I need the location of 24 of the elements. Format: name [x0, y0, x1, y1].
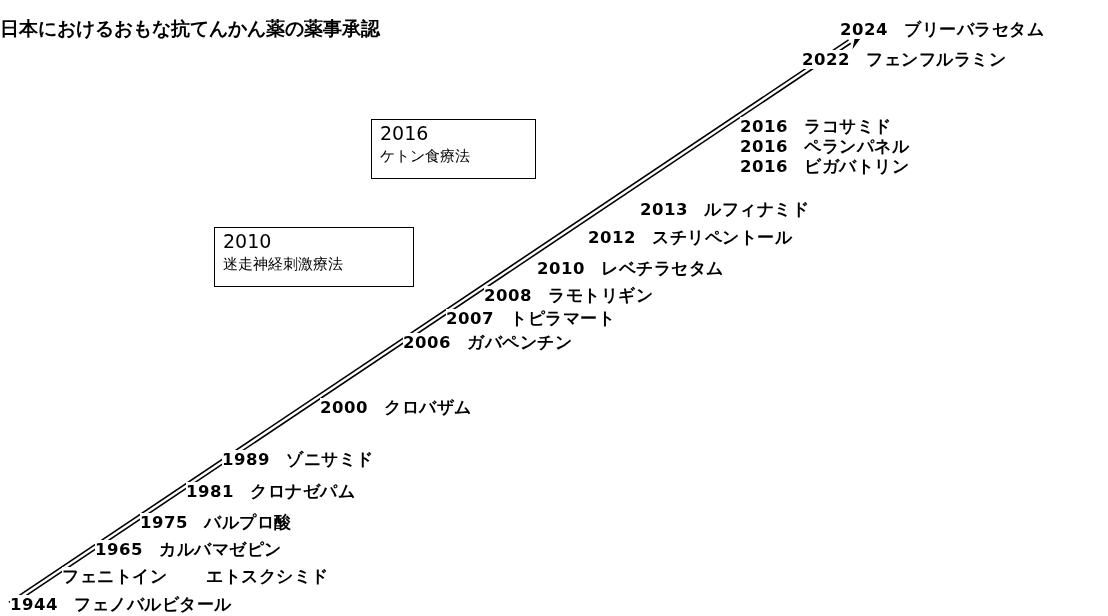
drug-approval-label: 1944 フェノバルビタール	[10, 595, 232, 614]
drug-approval-label: 2000 クロバザム	[320, 398, 472, 417]
therapy-text: ケトン食療法	[380, 146, 471, 167]
drug-approval-label: 2010 レベチラセタム	[537, 259, 724, 278]
therapy-text: 迷走神経刺激療法	[223, 254, 344, 275]
drug-approval-label: 2016 ビガバトリン	[740, 157, 910, 176]
year-text: 2016	[380, 122, 430, 145]
drug-approval-label: 1989 ゾニサミド	[222, 450, 374, 469]
drug-approval-label: 2006 ガバペンチン	[403, 333, 573, 352]
drug-approval-label: 2024 ブリーバラセタム	[840, 20, 1045, 39]
drug-approval-label: 2016 ペランパネル	[740, 137, 910, 156]
year-text: 2010	[223, 230, 273, 253]
drug-approval-label: 2016 ラコサミド	[740, 117, 892, 136]
title: 日本におけるおもな抗てんかん薬の薬事承認	[0, 16, 380, 41]
drug-approval-label: 1981 クロナゼパム	[186, 482, 356, 501]
note-box	[371, 119, 536, 179]
drug-approval-label: 2012 スチリペントール	[588, 228, 793, 247]
drug-approval-label: 2008 ラモトリギン	[484, 286, 654, 305]
drug-approval-label: 2013 ルフィナミド	[640, 200, 810, 219]
drug-approval-label: 2022 フェンフルラミン	[802, 50, 1007, 69]
drug-approval-label: フェニトイン エトスクシミド	[62, 567, 329, 586]
note-box	[214, 227, 414, 287]
drug-approval-label: 1975 バルプロ酸	[140, 513, 292, 532]
drug-approval-label: 1965 カルバマゼピン	[95, 540, 282, 559]
